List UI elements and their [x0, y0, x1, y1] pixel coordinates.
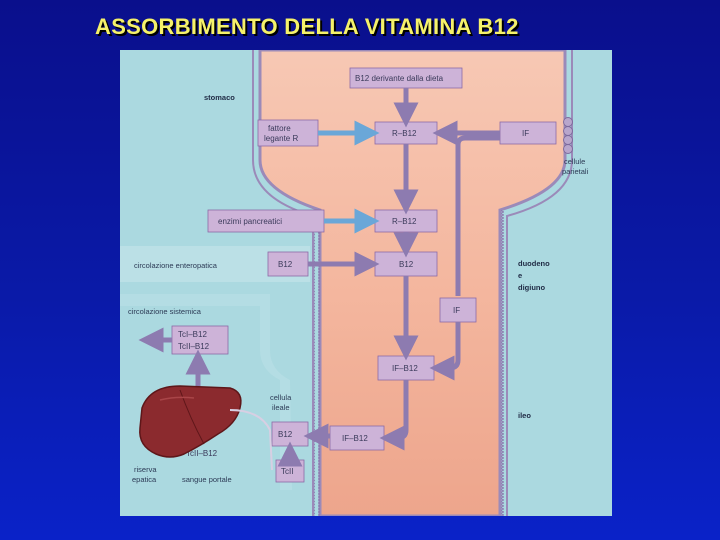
label-tcii-b12-portal: TcII–B12 — [186, 449, 218, 458]
box-if-b12-lumen: IF–B12 — [377, 355, 435, 381]
box-fattore-legante: fattore legante R — [257, 119, 319, 147]
diagram-label: IF–B12 — [342, 434, 368, 443]
label-stomaco: stomaco — [204, 93, 235, 102]
arrow-if-path — [455, 135, 500, 296]
label-cellule: cellule — [564, 157, 585, 166]
label-duodeno: duodeno — [518, 259, 550, 268]
diagram-label: B12 derivante dalla dieta — [355, 74, 444, 83]
box-tcii: TcII — [275, 459, 305, 483]
gut-wall-outline-right — [506, 50, 573, 516]
diagram-label: B12 — [399, 260, 414, 269]
portal-vein-line — [229, 409, 273, 471]
diagram-label: TcI–B12 — [178, 330, 207, 339]
villi-left — [314, 220, 320, 516]
box-b12-cell: B12 — [271, 421, 309, 447]
label-circ-sist: circolazione sistemica — [128, 307, 202, 316]
box-if-b12-cell: IF–B12 — [329, 425, 385, 451]
diagram-label: TcII — [281, 467, 293, 476]
label-cellula: cellula — [270, 393, 292, 402]
slide-title: ASSORBIMENTO DELLA VITAMINA B12 — [95, 14, 519, 39]
arrow-ifb12-to-cell — [379, 380, 409, 451]
villi-right — [500, 210, 506, 516]
box-b12-entero: B12 — [267, 251, 309, 277]
diagram-label: R–B12 — [392, 129, 417, 138]
gut-lumen — [258, 50, 567, 516]
box-if-mid: IF — [439, 297, 477, 323]
diagram-svg: B12 derivante dalla dieta R–B12 IF fatto… — [120, 50, 589, 516]
diagram-label: TcII–B12 — [178, 342, 210, 351]
arrow-if-to-ifb12 — [429, 322, 461, 381]
label-digiuno: digiuno — [518, 283, 545, 292]
label-riserva: riserva — [134, 465, 157, 474]
diagram-label: enzimi pancreatici — [218, 217, 282, 226]
box-b12-diet: B12 derivante dalla dieta — [349, 67, 463, 89]
label-epatica: epatica — [132, 475, 157, 484]
box-r-b12-mid: R–B12 — [374, 209, 438, 233]
label-parietali: parietali — [562, 167, 589, 176]
box-r-b12-top: R–B12 — [374, 121, 438, 145]
box-enzimi-pancreatici: enzimi pancreatici — [207, 209, 325, 233]
diagram-label: fattore — [268, 124, 291, 133]
label-e: e — [518, 271, 522, 280]
liver-icon — [139, 385, 242, 458]
diagram-label: legante R — [264, 134, 298, 143]
label-circ-entero: circolazione enteropatica — [134, 261, 218, 270]
diagram-label: R–B12 — [392, 217, 417, 226]
label-ileo: ileo — [518, 411, 531, 420]
diagram-label: IF — [522, 129, 529, 138]
label-sangue-portale: sangue portale — [182, 475, 232, 484]
parietal-cells-icon — [563, 117, 573, 154]
diagram-label: B12 — [278, 260, 293, 269]
diagram-label: B12 — [278, 430, 293, 439]
label-ileale: ileale — [272, 403, 290, 412]
diagram-label: IF–B12 — [392, 364, 418, 373]
box-tc-complexes: TcI–B12 TcII–B12 — [171, 325, 229, 355]
vitamin-b12-diagram: B12 derivante dalla dieta R–B12 IF fatto… — [120, 50, 612, 516]
diagram-label: IF — [453, 306, 460, 315]
box-if-top: IF — [499, 121, 557, 145]
box-b12-mid: B12 — [374, 251, 438, 277]
